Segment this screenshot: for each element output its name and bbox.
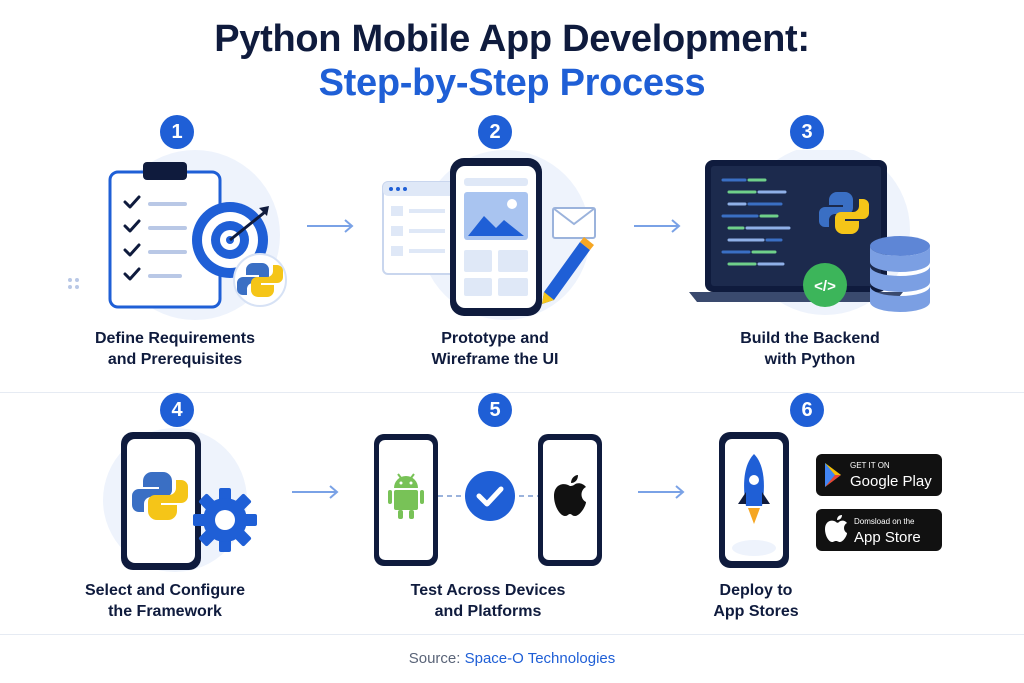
step-5-badge: 5 [478,393,512,427]
step-1-label: Define Requirements and Prerequisites [55,328,295,370]
step-4-label: Select and Configure the Framework [45,580,285,622]
step-6-label-line2: App Stores [713,603,799,620]
pencil-icon [542,237,594,304]
step-4-badge: 4 [160,393,194,427]
source-credit: Source: Space-O Technologies [0,650,1024,667]
step-1-label-line1: Define Requirements [94,330,256,347]
step-2-label: Prototype and Wireframe the UI [375,328,615,370]
step-2-label-line1: Prototype and [441,330,549,347]
arrow-right-icon [307,219,354,233]
apple-icon [554,475,586,516]
row-divider [0,392,1024,393]
step-3-label-line1: Build the Backend [740,330,880,347]
envelope-icon [552,207,596,239]
python-icon [233,253,287,307]
step-6-illustration: GET IT ON Google Play Domsload on the Ap… [719,432,942,568]
arrow-right-icon [638,485,685,499]
google-play-icon [825,463,841,487]
google-play-badge[interactable] [816,454,942,496]
step-4-illustration [103,428,257,572]
step-2-label-line2: Wireframe the UI [431,351,559,368]
step-6-badge: 6 [790,393,824,427]
step-3-label: Build the Backend with Python [690,328,930,370]
google-play-big-text: Google Play [850,473,932,490]
footer-divider [0,634,1024,635]
step-2-badge: 2 [478,115,512,149]
step-5-label-line1: Test Across Devices [410,582,566,599]
page-title: Python Mobile App Development: [214,18,810,60]
step-3-badge: 3 [790,115,824,149]
android-icon [388,473,424,519]
python-icon [132,472,188,520]
source-key: Source: [408,650,461,667]
browser-window-icon [382,181,456,275]
step-4-label-line2: the Framework [108,603,222,620]
step-1-illustration [68,150,287,320]
rocket-icon [738,454,770,524]
gear-icon [193,488,257,552]
check-circle-icon [465,471,515,521]
arrow-right-icon [292,485,339,499]
clipboard-checklist-icon [108,162,222,309]
step-3-label-line2: with Python [764,351,856,368]
step-5-illustration [374,434,602,566]
step-6-label: Deploy to App Stores [636,580,876,622]
python-icon [819,192,869,234]
step-6-label-line1: Deploy to [719,582,793,599]
step-4-label-line1: Select and Configure [84,582,246,599]
step-5-label-line2: and Platforms [434,603,542,620]
app-store-small-text: Domsload on the [854,517,915,526]
page-subtitle: Step-by-Step Process [318,62,706,104]
step-5-label: Test Across Devices and Platforms [368,580,608,622]
database-icon [870,236,930,312]
app-store-big-text: App Store [854,529,921,546]
arrow-right-icon [634,219,681,233]
step-1-label-line2: and Prerequisites [107,351,243,368]
step-2-illustration [382,150,596,320]
phone-wireframe-icon [450,158,542,316]
app-store-badge[interactable] [816,509,942,551]
app-store-icon [825,515,847,542]
code-badge-text: </> [814,278,836,295]
step-1-badge: 1 [160,115,194,149]
code-badge-icon [803,263,847,307]
step-3-illustration: </> [689,150,930,315]
source-link[interactable]: Space-O Technologies [464,650,616,667]
google-play-small-text: GET IT ON [850,461,890,470]
